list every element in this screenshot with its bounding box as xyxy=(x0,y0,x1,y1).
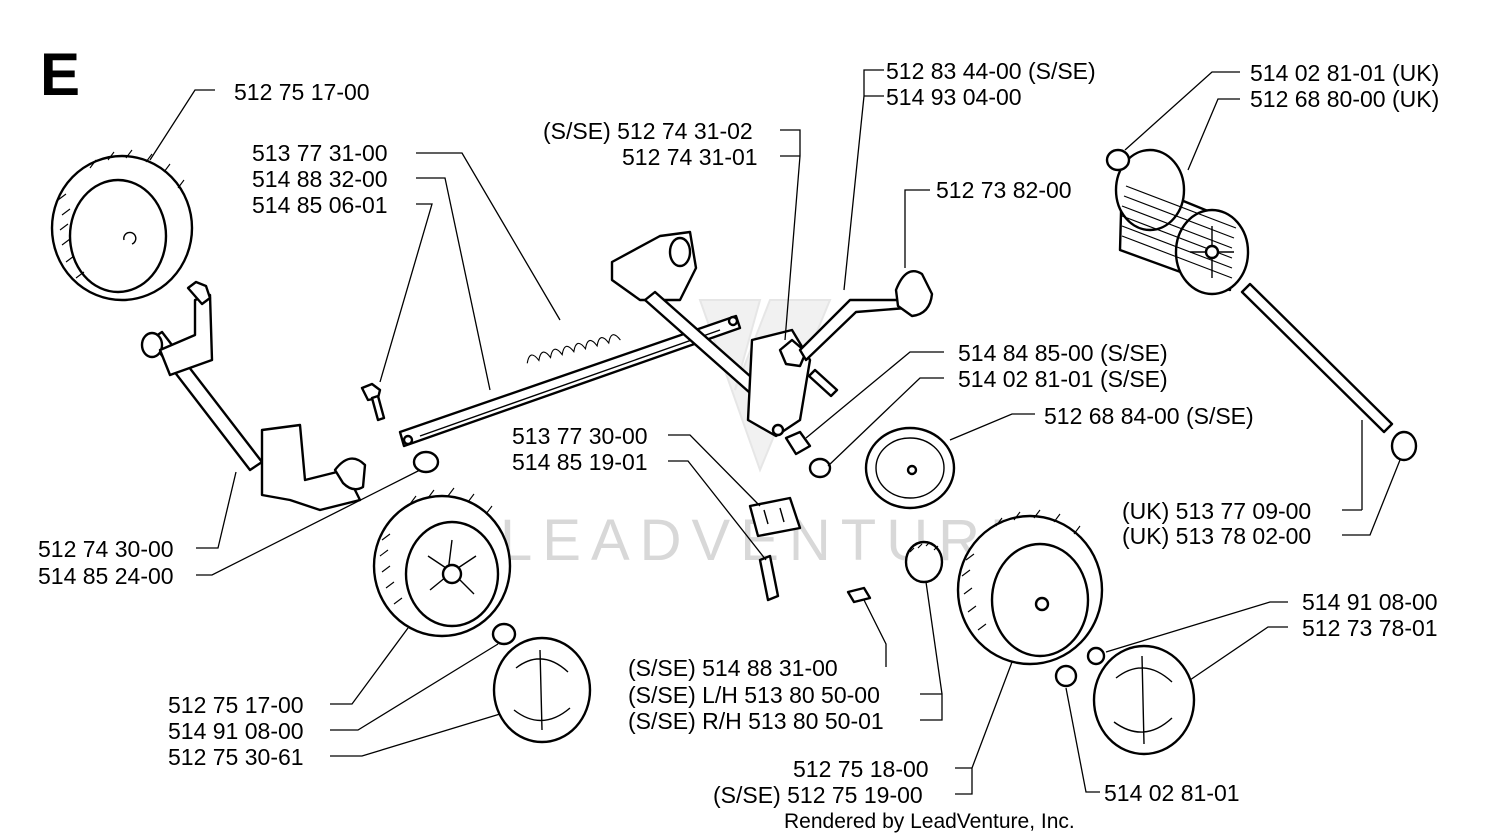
label-tire-top-left: 512 75 17-00 xyxy=(234,79,370,105)
label-crank-sse: 512 83 44-00 (S/SE) xyxy=(886,58,1096,84)
wheel-front-left xyxy=(372,487,512,638)
label-nut-uk: (UK) 513 78 02-00 xyxy=(1122,523,1311,549)
label-washer-right-inner: 514 02 81-01 xyxy=(1104,780,1240,806)
label-washer-sse: 514 02 81-01 (S/SE) xyxy=(958,366,1168,392)
axle-bracket-left xyxy=(140,280,367,512)
label-tire-right-sse: (S/SE) 512 75 19-00 xyxy=(713,782,923,808)
leader-lines xyxy=(149,69,1401,795)
bolt-long xyxy=(758,554,780,602)
label-washer-front-left: 514 91 08-00 xyxy=(168,718,304,744)
label-tire-front-left: 512 75 17-00 xyxy=(168,692,304,718)
label-bolt-small: 514 85 06-01 xyxy=(252,192,388,218)
washer-right-inner xyxy=(1054,664,1078,688)
spring xyxy=(526,334,621,364)
label-hubcap-left: 512 75 30-61 xyxy=(168,744,304,770)
ring-uk xyxy=(1105,148,1131,172)
wheel-top-left xyxy=(50,149,194,302)
label-bracket: 512 74 31-01 xyxy=(622,144,758,170)
label-tire-right: 512 75 18-00 xyxy=(793,756,929,782)
label-crank: 514 93 04-00 xyxy=(886,84,1022,110)
label-ring-uk: 514 02 81-01 (UK) xyxy=(1250,60,1439,86)
label-spring: 513 77 31-00 xyxy=(252,140,388,166)
adjusting-bar xyxy=(398,314,742,448)
label-bolt-long: 514 85 19-01 xyxy=(512,449,648,475)
label-knob: 512 73 82-00 xyxy=(936,177,1072,203)
key-part xyxy=(846,586,872,604)
label-key-sse: (S/SE) 514 88 31-00 xyxy=(628,655,838,681)
clip-block xyxy=(748,496,802,538)
part-labels: 512 75 17-00 513 77 31-00 514 88 32-00 5… xyxy=(38,58,1439,808)
label-washer-left: 514 85 24-00 xyxy=(38,563,174,589)
hub-cap-center xyxy=(864,426,956,510)
label-bushing-sse: 514 84 85-00 (S/SE) xyxy=(958,340,1168,366)
hub-cap-left xyxy=(492,636,592,744)
washer-front-left xyxy=(491,622,517,646)
crank-handle xyxy=(778,270,934,398)
label-washer-right: 514 91 08-00 xyxy=(1302,589,1438,615)
label-gear-lh: (S/SE) L/H 513 80 50-00 xyxy=(628,682,880,708)
footer-credit: Rendered by LeadVenture, Inc. xyxy=(784,810,1075,833)
hub-cap-right xyxy=(1092,644,1196,756)
label-roller-uk: 512 68 80-00 (UK) xyxy=(1250,86,1439,112)
label-clip: 513 77 30-00 xyxy=(512,423,648,449)
bushing xyxy=(784,430,832,479)
label-bar: 514 88 32-00 xyxy=(252,166,388,192)
washer-right-outer xyxy=(1086,646,1106,666)
bolt-small xyxy=(360,382,386,422)
label-hubcap-center: 512 68 84-00 (S/SE) xyxy=(1044,403,1254,429)
washer-left xyxy=(412,450,440,474)
label-axle-bracket: 512 74 30-00 xyxy=(38,536,174,562)
gear-bushing xyxy=(904,540,944,584)
label-gear-rh: (S/SE) R/H 513 80 50-01 xyxy=(628,708,884,734)
section-letter: E xyxy=(40,41,80,108)
label-bracket-sse: (S/SE) 512 74 31-02 xyxy=(543,118,753,144)
wheel-front-right xyxy=(956,509,1104,666)
label-hubcap-right: 512 73 78-01 xyxy=(1302,615,1438,641)
roller-uk xyxy=(1114,148,1250,296)
label-shaft-uk: (UK) 513 77 09-00 xyxy=(1122,498,1311,524)
shaft-uk xyxy=(1240,282,1418,462)
